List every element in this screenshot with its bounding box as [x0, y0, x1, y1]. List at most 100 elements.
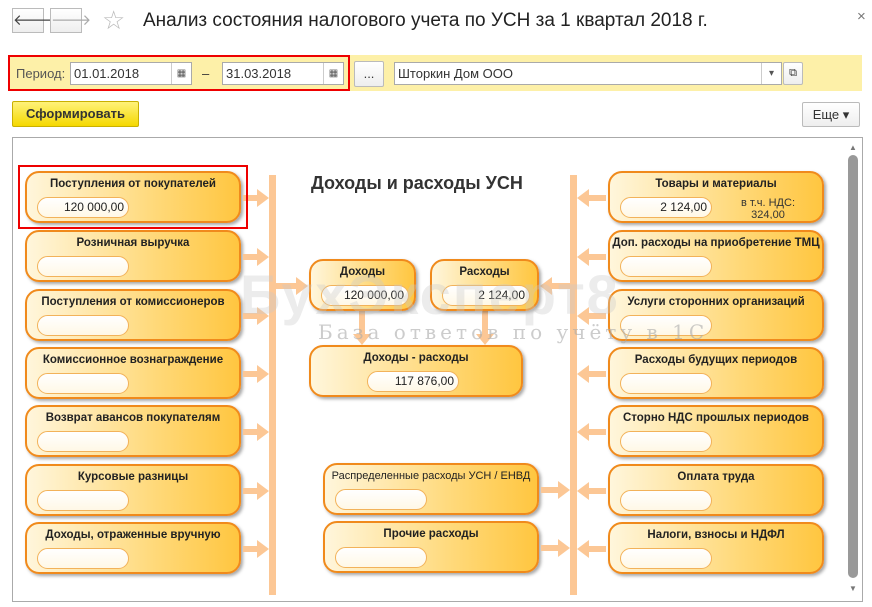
- forward-button[interactable]: 🡒: [50, 8, 91, 33]
- generate-button[interactable]: Сформировать: [12, 101, 139, 127]
- expense-item-label: Сторно НДС прошлых периодов: [623, 412, 809, 424]
- income-item-value: [37, 490, 129, 511]
- income-item-label: Поступления от комиссионеров: [41, 296, 225, 308]
- expense-item-label: Расходы будущих периодов: [634, 354, 798, 366]
- expense-item-value: [620, 490, 712, 511]
- expense-item-value: [620, 548, 712, 569]
- expense-item-label: Оплата труда: [677, 471, 755, 483]
- distributed-expenses-value: [335, 489, 427, 510]
- close-icon[interactable]: ×: [857, 8, 866, 25]
- arrow: [577, 423, 606, 441]
- income-total-box: Доходы 120 000,00: [309, 259, 416, 311]
- vat-note: в т.ч. НДС: 324,00: [740, 197, 795, 219]
- income-item-box: Поступления от покупателей 120 000,00: [25, 171, 241, 223]
- date-to-field[interactable]: 31.03.2018 ▦: [222, 62, 344, 85]
- expense-item-label: Услуги сторонних организаций: [627, 296, 805, 308]
- organization-value: Шторкин Дом ООО: [398, 66, 513, 81]
- expense-item-value: [620, 256, 712, 277]
- income-item-value: [37, 373, 129, 394]
- distributed-expenses-box: Распределенные расходы УСН / ЕНВД: [323, 463, 539, 515]
- arrow: [243, 307, 269, 325]
- expense-item-label: Налоги, взносы и НДФЛ: [647, 529, 785, 541]
- income-item-value: [37, 431, 129, 452]
- period-select-button[interactable]: ...: [354, 61, 384, 87]
- other-expenses-value: [335, 547, 427, 568]
- expense-item-box: Расходы будущих периодов: [608, 347, 824, 399]
- expense-item-box: Налоги, взносы и НДФЛ: [608, 522, 824, 574]
- arrow: [243, 248, 269, 266]
- open-icon[interactable]: ⧉: [783, 62, 803, 85]
- expense-item-value: 2 124,00: [620, 197, 712, 218]
- arrow: [243, 540, 269, 558]
- arrow: [243, 365, 269, 383]
- expense-total-value: 2 124,00: [442, 285, 530, 306]
- expense-item-value: [620, 315, 712, 336]
- period-highlight: [8, 55, 350, 91]
- income-item-box: Поступления от комиссионеров: [25, 289, 241, 341]
- arrow: [243, 423, 269, 441]
- calendar-icon[interactable]: ▦: [171, 63, 191, 84]
- arrow: [541, 539, 570, 557]
- arrow: [476, 310, 494, 345]
- expense-item-label: Доп. расходы на приобретение ТМЦ: [612, 237, 820, 249]
- other-expenses-box: Прочие расходы: [323, 521, 539, 573]
- date-to-value: 31.03.2018: [226, 66, 292, 81]
- expense-bus: [570, 175, 577, 595]
- income-item-label: Розничная выручка: [76, 237, 190, 249]
- expense-total-box: Расходы 2 124,00: [430, 259, 539, 311]
- distributed-expenses-label: Распределенные расходы УСН / ЕНВД: [331, 470, 531, 482]
- income-item-box: Возврат авансов покупателям: [25, 405, 241, 457]
- difference-box: Доходы - расходы 117 876,00: [309, 345, 523, 397]
- calendar-icon[interactable]: ▦: [323, 63, 343, 84]
- favorite-star-icon[interactable]: ☆: [102, 5, 126, 35]
- income-item-label: Поступления от покупателей: [50, 178, 216, 190]
- income-item-box: Курсовые разницы: [25, 464, 241, 516]
- expense-item-value: [620, 431, 712, 452]
- expense-total-label: Расходы: [459, 266, 510, 278]
- date-from-field[interactable]: 01.01.2018▦: [70, 62, 192, 85]
- difference-label: Доходы - расходы: [363, 352, 469, 364]
- back-button[interactable]: 🡐: [12, 8, 53, 33]
- expense-item-label: Товары и материалы: [655, 178, 777, 190]
- scrollbar[interactable]: [848, 155, 858, 578]
- income-total-label: Доходы: [339, 266, 386, 278]
- page-title: Анализ состояния налогового учета по УСН…: [143, 10, 708, 31]
- arrow: [540, 277, 570, 295]
- other-expenses-label: Прочие расходы: [383, 528, 479, 540]
- income-item-label: Доходы, отраженные вручную: [45, 529, 221, 541]
- income-item-value: [37, 315, 129, 336]
- highlight-frame: [18, 165, 248, 229]
- arrow: [577, 540, 606, 558]
- scroll-up-icon[interactable]: ▲: [849, 143, 857, 152]
- arrow: [243, 189, 269, 207]
- expense-item-box: Товары и материалы 2 124,00 в т.ч. НДС: 32…: [608, 171, 824, 223]
- income-item-value: 120 000,00: [37, 197, 129, 218]
- organization-field[interactable]: Шторкин Дом ООО ▾: [394, 62, 782, 85]
- income-item-value: [37, 548, 129, 569]
- more-button[interactable]: Еще ▾: [802, 102, 860, 127]
- income-item-box: Доходы, отраженные вручную: [25, 522, 241, 574]
- difference-value: 117 876,00: [367, 371, 459, 392]
- income-item-value: [37, 256, 129, 277]
- arrow: [353, 310, 371, 345]
- arrow: [243, 482, 269, 500]
- expense-item-value: [620, 373, 712, 394]
- scroll-down-icon[interactable]: ▼: [849, 584, 857, 593]
- expense-item-box: Доп. расходы на приобретение ТМЦ: [608, 230, 824, 282]
- arrow: [577, 307, 606, 325]
- arrow: [577, 248, 606, 266]
- dropdown-icon[interactable]: ▾: [761, 63, 781, 84]
- income-item-box: Розничная выручка: [25, 230, 241, 282]
- income-item-label: Курсовые разницы: [77, 471, 189, 483]
- income-total-value: 120 000,00: [321, 285, 409, 306]
- income-item-label: Комиссионное вознаграждение: [42, 354, 224, 366]
- date-dash: –: [202, 66, 210, 81]
- income-item-box: Комиссионное вознаграждение: [25, 347, 241, 399]
- expense-item-box: Услуги сторонних организаций: [608, 289, 824, 341]
- income-item-label: Возврат авансов покупателям: [45, 412, 221, 424]
- arrow: [577, 365, 606, 383]
- expense-item-box: Оплата труда: [608, 464, 824, 516]
- report-panel: [12, 137, 863, 602]
- period-label: Период:: [16, 66, 66, 81]
- arrow: [577, 189, 606, 207]
